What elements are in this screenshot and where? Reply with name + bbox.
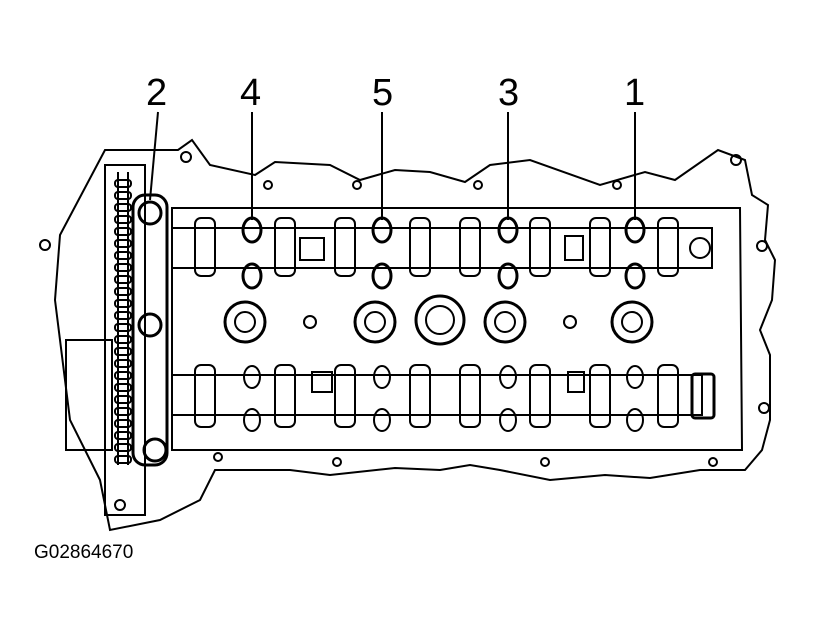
cap-bolt (373, 408, 391, 432)
cam-lobes (194, 217, 679, 428)
chain-link (114, 203, 132, 212)
cap-bolt (241, 216, 263, 244)
spark-plug-tube-2 (353, 300, 397, 344)
chain-link (114, 311, 132, 320)
mounting-holes (39, 151, 770, 511)
chain-guide (131, 193, 169, 467)
exhaust-camshaft (171, 237, 716, 420)
chain-link (114, 179, 132, 188)
callout-5: 5 (372, 72, 393, 114)
spark-plug-tube-4 (610, 300, 654, 344)
cam-lobe (459, 217, 481, 277)
cap-bolt (371, 262, 393, 290)
cap-bolt (624, 262, 646, 290)
chain-link (114, 455, 132, 464)
cam-lobe (409, 217, 431, 277)
cap-bolt (499, 365, 517, 389)
cam-lobe (589, 364, 611, 428)
cam-lobe (274, 364, 296, 428)
chain-link (114, 275, 132, 284)
leader-line-2 (149, 111, 159, 201)
chain-link (114, 323, 132, 332)
chain-link (114, 263, 132, 272)
bolt-middle-guide (137, 312, 163, 338)
chain-link (114, 347, 132, 356)
cap-bolt (624, 216, 646, 244)
cap-bolt (626, 365, 644, 389)
cam-lobe (657, 217, 679, 277)
cap-bolt (243, 408, 261, 432)
cam-lobe (334, 364, 356, 428)
bolt-upper-sprocket (137, 200, 163, 226)
spark-plug-tube-3 (483, 300, 527, 344)
cap-bolt (497, 216, 519, 244)
callout-3: 3 (498, 72, 519, 114)
callout-1: 1 (624, 72, 645, 114)
chain-link (114, 335, 132, 344)
callout-2: 2 (146, 72, 167, 114)
chain-link (114, 215, 132, 224)
chain-link (114, 395, 132, 404)
chain-link (114, 239, 132, 248)
cam-lobe (657, 364, 679, 428)
cap-bolt (499, 408, 517, 432)
cylinder-head-outline (53, 138, 777, 532)
chain-link (114, 191, 132, 200)
cam-lobe (194, 217, 216, 277)
spark-plug-tube-1 (223, 300, 267, 344)
chain-link (114, 299, 132, 308)
cap-bolt (626, 408, 644, 432)
cam-lobe (334, 217, 356, 277)
cam-lobe (274, 217, 296, 277)
cam-lobe (529, 217, 551, 277)
figure-id: G02864670 (34, 542, 134, 563)
chain-link (114, 227, 132, 236)
chain-link (114, 419, 132, 428)
timing-chain (114, 172, 132, 465)
cap-bolt (241, 262, 263, 290)
tensioner-body (65, 339, 113, 451)
callout-4: 4 (240, 72, 261, 114)
center-plug-tube (414, 294, 466, 346)
cap-bolt (373, 365, 391, 389)
bearing-cap-bolts-exhaust (243, 365, 644, 432)
chain-link (114, 359, 132, 368)
cam-lobe (529, 364, 551, 428)
small-boss-right (563, 315, 577, 329)
cap-bolt (371, 216, 393, 244)
cap-bolt (243, 365, 261, 389)
cam-lobe (459, 364, 481, 428)
small-boss-left (303, 315, 317, 329)
head-inner-outline (171, 207, 744, 451)
bolt-lower-sprocket (142, 437, 168, 463)
cam-lobe (409, 364, 431, 428)
chain-link (114, 443, 132, 452)
chain-link (114, 431, 132, 440)
chain-link (114, 383, 132, 392)
chain-link (114, 407, 132, 416)
cam-lobe (194, 364, 216, 428)
chain-link (114, 371, 132, 380)
chain-link (114, 287, 132, 296)
chain-link (114, 251, 132, 260)
cam-lobe (589, 217, 611, 277)
cap-bolt (497, 262, 519, 290)
intake-camshaft (171, 227, 713, 269)
